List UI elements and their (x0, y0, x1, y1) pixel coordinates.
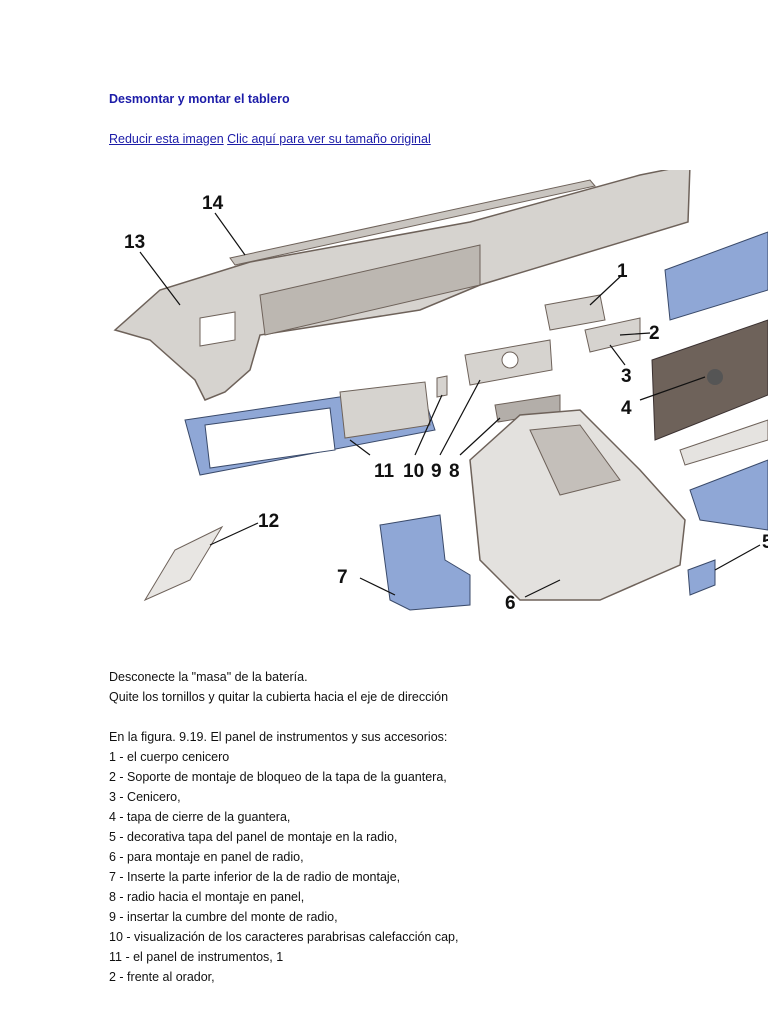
callout-5: 5 (762, 532, 768, 553)
callout-4: 4 (621, 398, 632, 419)
list-item: 9 - insertar la cumbre del monte de radi… (109, 910, 338, 924)
instructions-text: Desconecte la "masa" de la batería. Quit… (109, 667, 458, 987)
list-item: 11 - el panel de instrumentos, 1 (109, 950, 284, 964)
callout-12: 12 (258, 511, 279, 532)
defroster-strip (229, 179, 596, 266)
list-item: 4 - tapa de cierre de la guantera, (109, 810, 291, 824)
list-item: 6 - para montaje en panel de radio, (109, 850, 304, 864)
list-item: 7 - Inserte la parte inferior de la de r… (109, 870, 401, 884)
callout-1: 1 (617, 261, 628, 282)
list-item: 8 - radio hacia el montaje en panel, (109, 890, 305, 904)
reduce-image-link[interactable]: Reducir esta imagen (109, 132, 224, 146)
lower-insert (379, 514, 471, 611)
page-title: Desmontar y montar el tablero (109, 92, 290, 106)
callout-2: 2 (649, 323, 660, 344)
callout-10: 10 (403, 461, 424, 482)
list-item: 5 - decorativa tapa del panel de montaje… (109, 830, 398, 844)
list-item: 2 - Soporte de montaje de bloqueo de la … (109, 770, 447, 784)
speaker-grille (143, 525, 224, 602)
center-console (469, 409, 686, 601)
list-item: 3 - Cenicero, (109, 790, 181, 804)
callout-13: 13 (124, 232, 145, 253)
callout-8: 8 (449, 461, 460, 482)
image-links: Reducir esta imagen Clic aquí para ver s… (109, 132, 431, 146)
list-item: 1 - el cuerpo cenicero (109, 750, 230, 764)
callout-3: 3 (621, 366, 632, 387)
list-item: 2 - frente al orador, (109, 970, 215, 984)
callout-6: 6 (505, 593, 516, 614)
intro-line: Quite los tornillos y quitar la cubierta… (109, 690, 449, 704)
glovebox-lid (664, 231, 768, 321)
dashboard-exploded-diagram: 14 13 1 2 3 4 11 10 9 8 12 7 6 5 (113, 170, 768, 614)
figure-caption: En la figura. 9.19. El panel de instrume… (109, 730, 448, 744)
intro-line: Desconecte la "masa" de la batería. (109, 670, 308, 684)
callout-14: 14 (202, 193, 224, 214)
callout-7: 7 (337, 567, 348, 588)
callout-9: 9 (431, 461, 442, 482)
original-size-link[interactable]: Clic aquí para ver su tamaño original (227, 132, 431, 146)
callout-11: 11 (374, 461, 395, 482)
list-item: 10 - visualización de los caracteres par… (109, 930, 459, 944)
